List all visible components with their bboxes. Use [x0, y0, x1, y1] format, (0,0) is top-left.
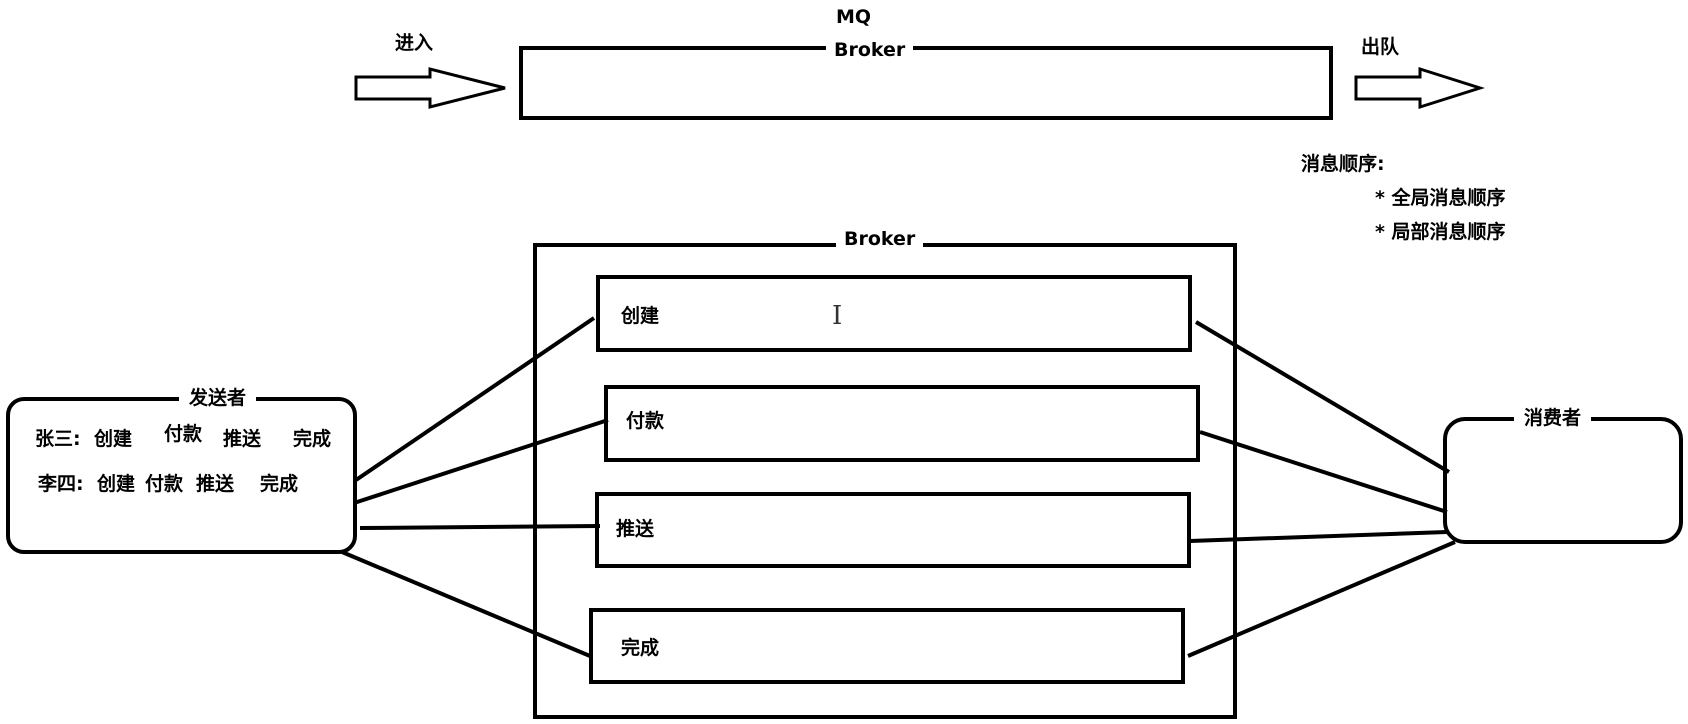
- sender-row-2-name: 李四:: [38, 473, 84, 495]
- mq-label: MQ: [836, 6, 872, 28]
- text-cursor-icon: I: [832, 301, 843, 331]
- sender-row-2-step-push: 推送: [196, 473, 235, 495]
- sender-row-2-step-create: 创建: [97, 473, 136, 495]
- queue-box-create: [596, 275, 1192, 352]
- queue-label-create: 创建: [621, 305, 660, 327]
- sender-row-2-step-pay: 付款: [145, 473, 184, 495]
- queue-box-complete: [589, 608, 1185, 684]
- connector-create-consumer: [1194, 320, 1451, 474]
- connector-sender-complete: [341, 550, 591, 658]
- connector-complete-consumer: [1187, 540, 1456, 658]
- connector-sender-create: [354, 316, 596, 482]
- queue-label-push: 推送: [616, 518, 655, 540]
- sender-label: 发送者: [179, 387, 257, 409]
- broker-label: Broker: [836, 228, 924, 250]
- sender-row-1-step-complete: 完成: [293, 428, 332, 450]
- enter-label: 进入: [395, 32, 434, 54]
- sender-row-1-step-push: 推送: [223, 428, 262, 450]
- connector-sender-pay: [353, 418, 609, 505]
- sender-row-2-step-complete: 完成: [260, 473, 299, 495]
- connector-pay-consumer: [1199, 430, 1448, 514]
- sender-row-1-name: 张三:: [35, 428, 81, 450]
- queue-label-complete: 完成: [621, 637, 660, 659]
- connector-push-consumer: [1189, 530, 1448, 543]
- order-note-global: * 全局消息顺序: [1375, 187, 1506, 209]
- top-broker-box: [519, 46, 1333, 120]
- top-broker-label: Broker: [826, 39, 914, 61]
- queue-label-pay: 付款: [626, 410, 665, 432]
- consumer-label: 消费者: [1514, 407, 1592, 429]
- enter-arrow-icon: [354, 67, 506, 109]
- order-note-partial: * 局部消息顺序: [1375, 221, 1506, 243]
- consumer-box: [1443, 417, 1683, 544]
- queue-box-push: [595, 492, 1191, 568]
- order-notes-title: 消息顺序:: [1301, 153, 1385, 175]
- sender-row-1-step-create: 创建: [94, 428, 133, 450]
- queue-box-pay: [604, 385, 1200, 462]
- sender-row-1-step-pay: 付款: [164, 423, 203, 445]
- exit-arrow-icon: [1354, 66, 1485, 110]
- exit-label: 出队: [1361, 36, 1400, 58]
- connector-sender-push: [359, 524, 601, 530]
